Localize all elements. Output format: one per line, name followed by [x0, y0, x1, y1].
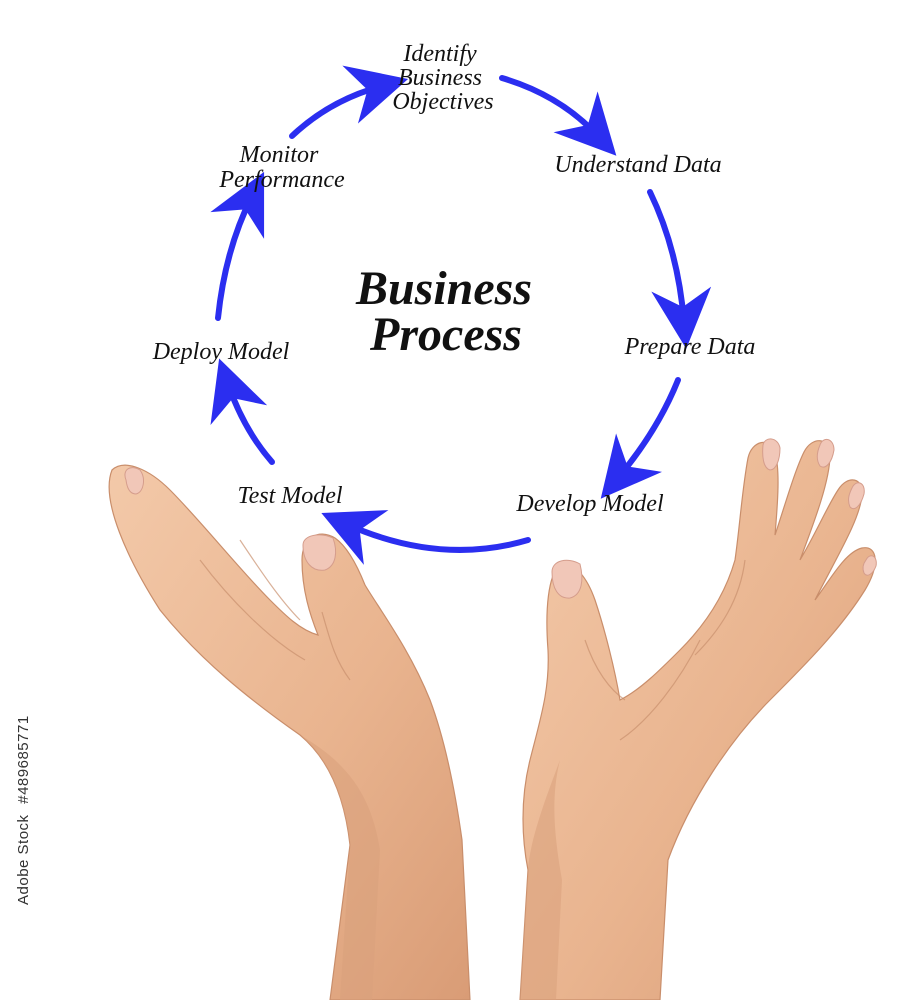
arrow-test-to-deploy	[210, 358, 275, 465]
arrow-develop-to-test	[321, 510, 531, 565]
right-hand	[519, 438, 877, 1000]
svg-text:Adobe Stock #489685771: Adobe Stock #489685771	[15, 715, 32, 905]
watermark-provider: Adobe Stock	[15, 814, 32, 905]
watermark-id: #489685771	[15, 715, 32, 803]
center-title-line-2: Process	[369, 308, 522, 361]
arrow-understand-to-prepare	[647, 189, 712, 349]
left-hand	[108, 464, 471, 1000]
stock-watermark: Adobe Stock #489685771	[15, 715, 32, 905]
step-identify-business-objectives: Identify Business Objectives	[392, 41, 493, 115]
arrow-deploy-to-monitor	[210, 171, 265, 321]
arrow-identify-to-understand	[499, 75, 617, 156]
step-understand-data: Understand Data	[554, 152, 721, 178]
center-title-line-1: Business	[355, 262, 532, 315]
step-test-model: Test Model	[237, 483, 342, 509]
hands-photo	[108, 438, 877, 1000]
arrow-prepare-to-develop	[600, 377, 681, 499]
center-title: Business Process	[355, 262, 544, 361]
step-deploy-model: Deploy Model	[152, 339, 290, 365]
step-monitor-performance: Monitor Performance	[218, 142, 345, 193]
step-prepare-data: Prepare Data	[624, 334, 756, 360]
arrow-monitor-to-identify	[289, 65, 409, 139]
cycle-arrows	[210, 65, 712, 565]
step-develop-model: Develop Model	[515, 491, 664, 517]
